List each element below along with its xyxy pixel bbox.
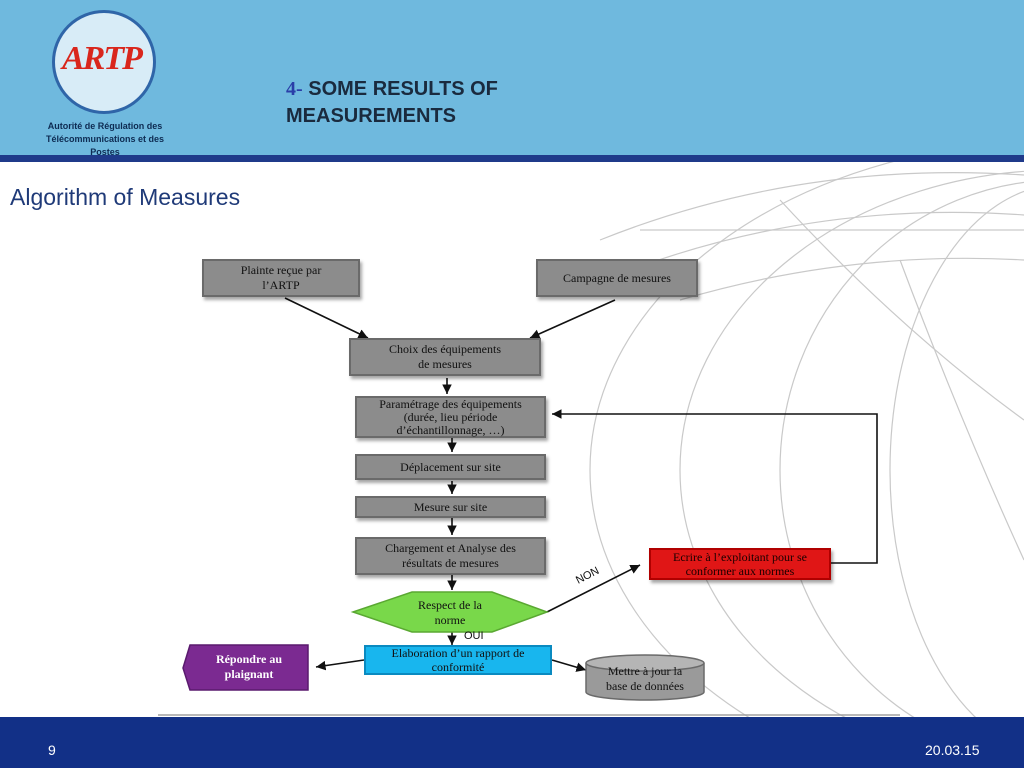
deplacement-label: Déplacement sur site [400,459,501,474]
deplacement-box: Déplacement sur site [355,454,546,480]
ecrire-line-1: Ecrire à l’exploitant pour se [673,550,807,564]
mettre-label: Mettre à jour la base de données [586,664,704,694]
slide-title: 4- SOME RESULTS OF MEASUREMENTS [286,76,498,130]
mettre-line-1: Mettre à jour la [607,664,683,678]
mesure-label: Mesure sur site [413,499,488,514]
page-number: 9 [48,742,56,758]
chargement-line-1: Chargement et Analyse des [385,541,516,555]
slide-subtitle: Algorithm of Measures [10,184,241,210]
chargement-line-2: résultats de mesures [402,556,499,570]
mesure-box: Mesure sur site [355,496,546,518]
logo-text: ARTP [62,40,143,77]
elaboration-line-1: Elaboration d’un rapport de [391,646,525,660]
organization-name: Autorité de Régulation des Télécommunica… [30,120,180,159]
ecrire-line-2: conformer aux normes [685,564,795,578]
campagne-label: Campagne de mesures [563,270,671,285]
artp-logo [52,10,156,114]
title-number: 4- [286,78,303,100]
ecrire-box: Ecrire à l’exploitant pour se conformer … [649,548,831,580]
chargement-box: Chargement et Analyse des résultats de m… [355,537,546,575]
header-bar [0,0,1024,155]
respect-line-1: Respect de la [418,598,482,612]
mettre-line-2: base de données [606,679,684,693]
header-divider [0,155,1024,162]
repondre-label: Répondre au plaignant [190,652,308,682]
org-line-2: Télécommunications et des Postes [45,134,165,157]
choix-line-2: de mesures [418,357,472,371]
choix-box: Choix des équipements de mesures [349,338,541,376]
plainte-line-1: Plainte reçue par [240,263,322,277]
oui-label: OUI [464,630,484,642]
respect-line-2: norme [434,613,466,627]
repondre-line-2: plaignant [224,667,274,681]
campagne-box: Campagne de mesures [536,259,698,297]
parametrage-line-1: Paramétrage des équipements [379,396,522,411]
plainte-box: Plainte reçue par l’ARTP [202,259,360,297]
title-line-1: SOME RESULTS OF [308,78,498,100]
repondre-line-1: Répondre au [215,652,283,666]
elaboration-box: Elaboration d’un rapport de conformité [364,645,552,675]
elaboration-line-2: conformité [431,660,485,674]
parametrage-box: Paramétrage des équipements (durée, lieu… [355,396,546,438]
org-line-1: Autorité de Régulation des [47,121,163,131]
choix-line-1: Choix des équipements [389,342,501,356]
footer-bar [0,717,1024,768]
plainte-line-2: l’ARTP [262,278,300,292]
title-line-2: MEASUREMENTS [286,105,457,127]
parametrage-line-3: d’échantillonnage, …) [396,422,505,437]
parametrage-line-2: (durée, lieu période [403,409,498,424]
slide-date: 20.03.15 [925,742,980,758]
respect-label: Respect de la norme [390,598,510,628]
